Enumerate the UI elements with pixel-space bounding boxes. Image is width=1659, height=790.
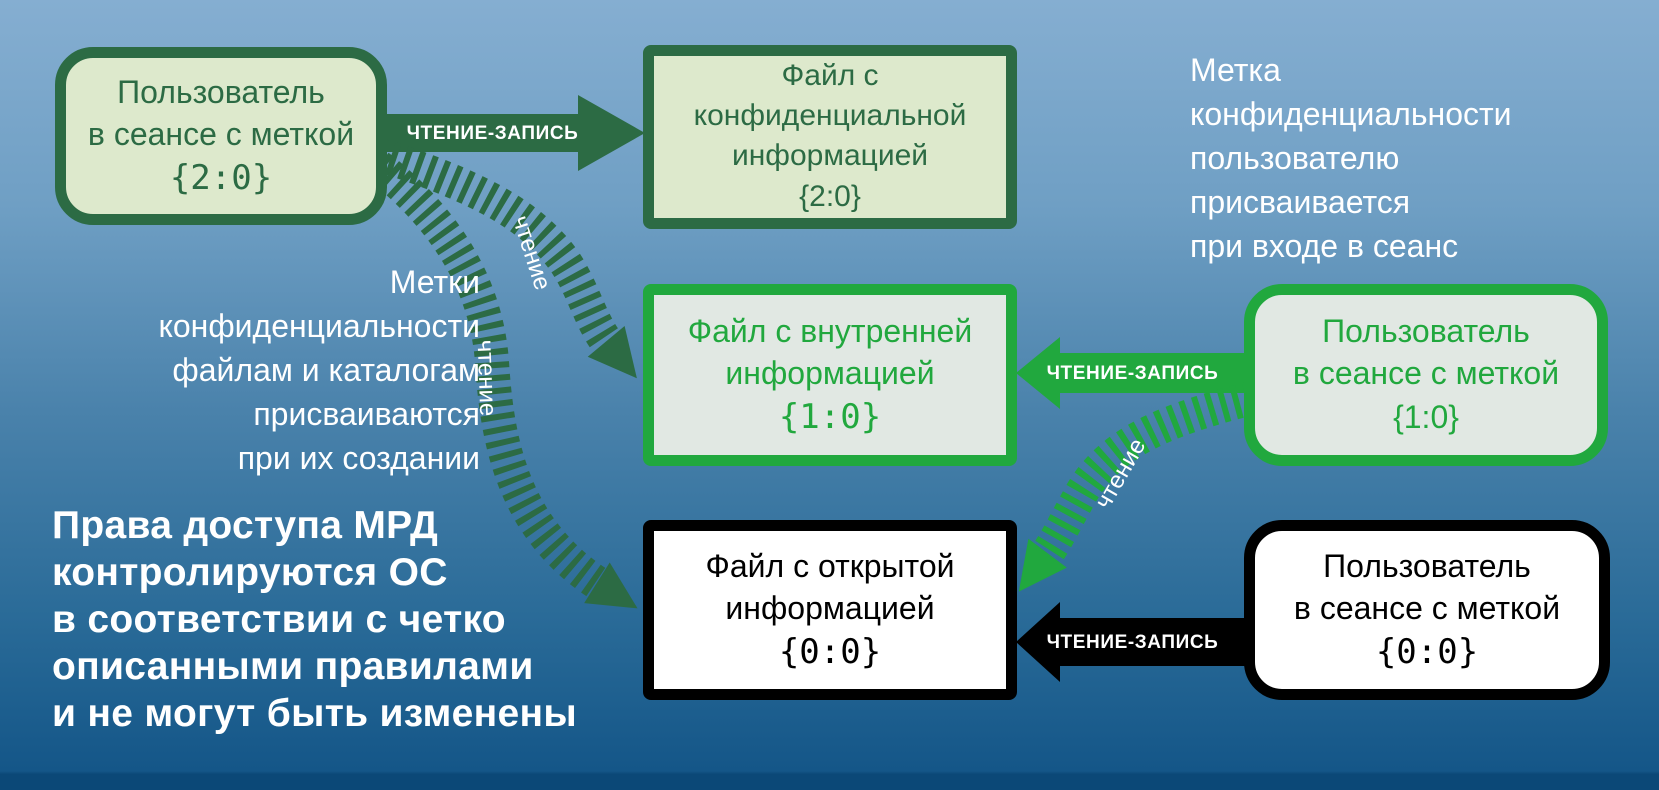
- note-line: пользователю: [1190, 140, 1400, 176]
- security-label-0-0: {0:0}: [1375, 632, 1479, 672]
- security-label-2-0: {2:0}: [799, 180, 861, 213]
- read-write-label-top: ЧТЕНИЕ-ЗАПИСЬ: [406, 123, 579, 144]
- security-label-2-0: {2:0}: [169, 158, 273, 198]
- box-text-line: информацией: [731, 139, 929, 172]
- read-write-label-bottom: ЧТЕНИЕ-ЗАПИСЬ: [1046, 632, 1219, 653]
- box-text-line: Пользователь: [117, 74, 325, 110]
- note-line: в соответствии с четко: [52, 598, 506, 641]
- box-user-session-2-0: Пользователь в сеансе с меткой {2:0}: [55, 47, 387, 225]
- ribbon-read-user2-to-file0: [367, 152, 638, 609]
- note-line: при входе в сеанс: [1190, 228, 1459, 264]
- arrow-read-write-top: [380, 95, 645, 171]
- note-line: контролируются ОС: [52, 551, 448, 594]
- box-text-line: информацией: [725, 590, 935, 626]
- note-mrd-access-rights: Права доступа МРД контролируются ОС в со…: [52, 502, 577, 737]
- box-text-line: Файл с открытой: [705, 548, 955, 584]
- note-line: Метки: [389, 264, 480, 300]
- box-user-session-1-0: Пользователь в сеансе с меткой {1:0}: [1244, 284, 1608, 466]
- note-line: файлам и каталогам: [172, 352, 480, 388]
- box-file-confidential-2-0: Файл с конфиденциальной информацией {2:0…: [643, 45, 1017, 229]
- box-text-line: информацией: [725, 355, 935, 391]
- note-file-label-assignment: Метки конфиденциальности файлам и катало…: [60, 260, 480, 480]
- box-file-internal-1-0: Файл с внутренней информацией {1:0}: [643, 284, 1017, 466]
- note-line: присваивается: [1190, 184, 1411, 220]
- box-text-line: в сеансе с меткой: [1292, 355, 1560, 391]
- box-text-line: в сеансе с меткой: [1293, 590, 1561, 626]
- box-text-line: в сеансе с меткой: [87, 116, 355, 152]
- box-text-line: Файл с внутренней: [687, 313, 973, 349]
- security-label-0-0: {0:0}: [778, 632, 882, 672]
- note-user-label-assignment: Метка конфиденциальности пользователю пр…: [1190, 48, 1512, 268]
- arrow-read-write-mid: [1016, 337, 1252, 409]
- box-user-session-0-0: Пользователь в сеансе с меткой {0:0}: [1244, 520, 1610, 700]
- box-text-line: Пользователь: [1323, 548, 1531, 584]
- ribbon-read-user1-to-file0: [1018, 381, 1257, 592]
- box-text-line: Пользователь: [1322, 313, 1530, 349]
- box-file-public-0-0: Файл с открытой информацией {0:0}: [643, 520, 1017, 700]
- arrow-read-write-bottom: [1016, 602, 1252, 682]
- note-line: конфиденциальности: [1190, 96, 1512, 132]
- note-line: конфиденциальности: [158, 308, 480, 344]
- box-text-line: конфиденциальной: [693, 99, 967, 132]
- note-line: присваиваются: [253, 396, 480, 432]
- note-line: Метка: [1190, 52, 1281, 88]
- security-label-1-0: {1:0}: [778, 397, 882, 437]
- security-label-1-0: {1:0}: [1393, 399, 1459, 435]
- note-line: Права доступа МРД: [52, 504, 439, 547]
- box-text-line: Файл с: [781, 59, 879, 92]
- note-line: и не могут быть изменены: [52, 692, 577, 735]
- note-line: при их создании: [237, 440, 480, 476]
- note-line: описанными правилами: [52, 645, 534, 688]
- ribbon-read-user2-to-file1: [372, 137, 637, 379]
- read-write-label-mid: ЧТЕНИЕ-ЗАПИСЬ: [1046, 363, 1219, 384]
